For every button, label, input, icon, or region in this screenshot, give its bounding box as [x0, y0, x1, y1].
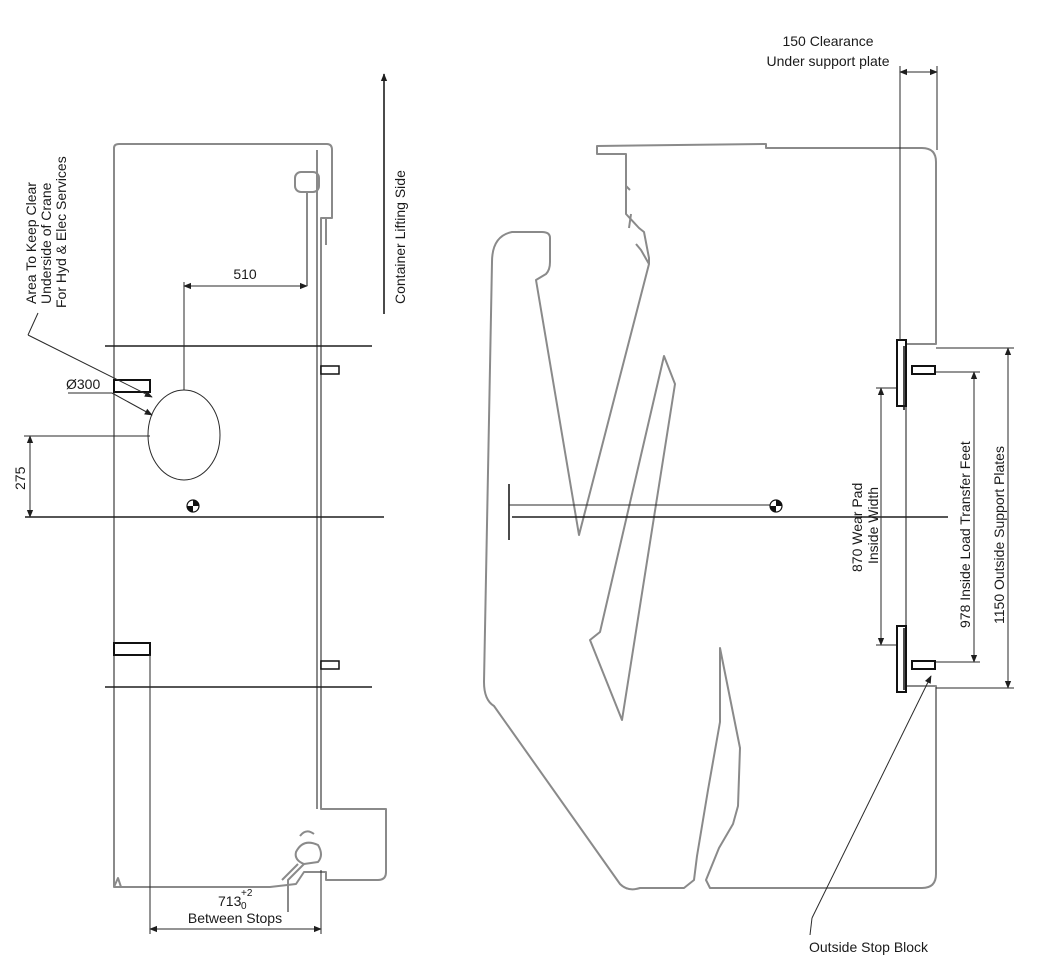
outside-stop-label: Outside Stop Block [809, 939, 929, 955]
lifting-lug [294, 171, 320, 193]
dim-diameter-label: Ø300 [66, 376, 100, 392]
outside-plates-label: 1150 Outside Support Plates [991, 446, 1007, 624]
keep-clear-line-1: Area To Keep Clear [23, 182, 39, 304]
inside-feet-label: 978 Inside Load Transfer Feet [957, 441, 973, 628]
stop-block-lower [113, 642, 151, 656]
plan-view-outline [113, 143, 387, 888]
support-plate-lower [896, 625, 907, 693]
tol-upper: +2 [241, 888, 253, 899]
bottom-fitting [294, 841, 322, 865]
support-plate-upper [896, 339, 907, 407]
tol-lower: 0 [241, 901, 247, 912]
keep-clear-line-3: For Hyd & Elec Services [53, 156, 69, 308]
clearance-line-2: Under support plate [767, 53, 890, 69]
load-transfer-foot-upper [911, 365, 936, 375]
keep-clear-circle [147, 389, 221, 481]
stop-block-upper [113, 379, 151, 393]
centre-of-gravity-icon [186, 499, 200, 513]
dim-510-label: 510 [233, 266, 257, 282]
plan-view: 510 Ø300 Area To Keep Clear Underside of… [12, 73, 408, 934]
wear-pad-line-1: 870 Wear Pad [849, 483, 865, 572]
load-transfer-foot-lower [911, 660, 936, 670]
diagonal-brace [589, 355, 676, 721]
dim-275-label: 275 [12, 466, 28, 490]
dim-713-label: 713 [218, 893, 242, 909]
side-block-lower [320, 660, 340, 670]
between-stops-label: Between Stops [188, 910, 282, 926]
keep-clear-line-2: Underside of Crane [38, 182, 54, 304]
centre-of-gravity-icon [769, 499, 783, 513]
clearance-line-1: 150 Clearance [782, 33, 873, 49]
side-block-upper [320, 365, 340, 375]
side-view: 150 Clearance Under support plate 870 We… [483, 33, 1014, 955]
wear-pad-line-2: Inside Width [865, 487, 881, 564]
lifting-side-label: Container Lifting Side [392, 170, 408, 304]
side-view-outline [483, 143, 937, 891]
